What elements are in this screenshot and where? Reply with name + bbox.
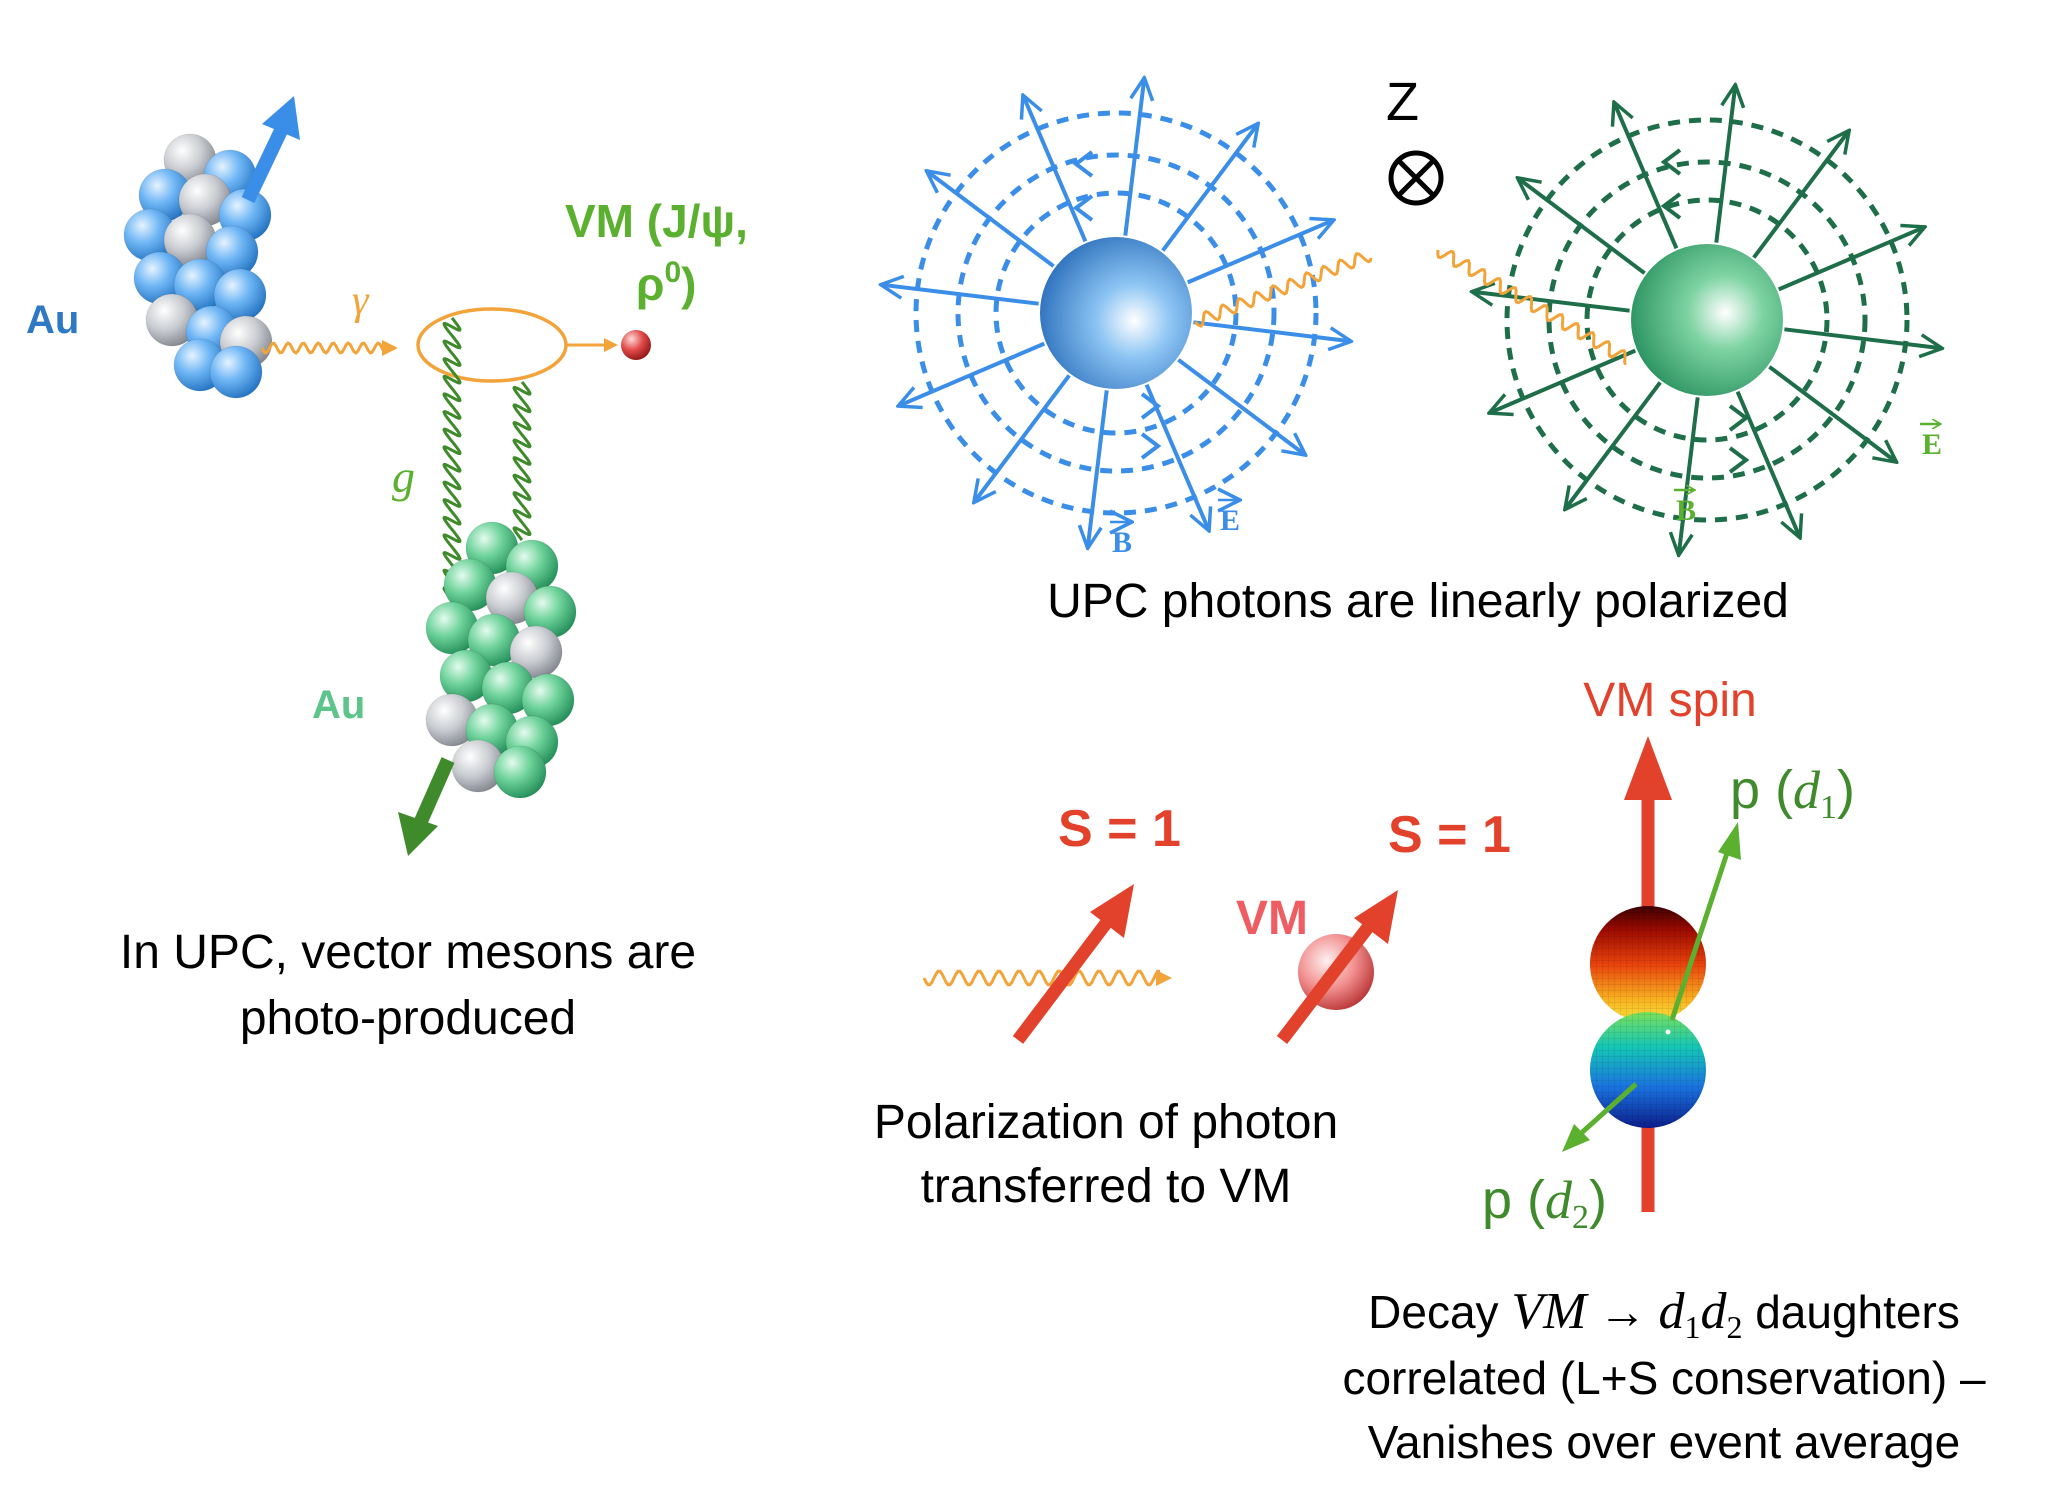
e-vector-label-blue: E [1218, 500, 1240, 537]
vm-spin-axis-label: VM spin [1583, 674, 1756, 727]
interaction-loop [416, 307, 618, 383]
gluon-label: g [392, 451, 415, 502]
svg-text:E: E [1922, 428, 1942, 461]
vm-species-line2: ρ0) [636, 256, 696, 310]
au-label-top: Au [26, 298, 79, 342]
photon-spin-label: S = 1 [1058, 800, 1181, 858]
photon-polarization-wave [922, 969, 1172, 987]
vector-meson-ball [621, 330, 651, 360]
photon-spin-arrow [1012, 884, 1134, 1044]
vm-species-line1: VM (J/ψ, [565, 195, 748, 247]
decay-caption-line2: correlated (L+S conservation) – [1342, 1352, 1985, 1404]
vm-spin-value-label: S = 1 [1388, 806, 1511, 864]
au-label-bottom: Au [312, 683, 365, 727]
vm-spin-arrow [1276, 890, 1398, 1044]
left-caption-line1: In UPC, vector mesons are [120, 926, 696, 979]
daughter-d2-label: p (d2) [1482, 1170, 1607, 1236]
e-vector-label-green: E [1920, 424, 1942, 461]
transfer-caption-line1: Polarization of photon [874, 1096, 1338, 1149]
daughter-d1-label: p (d1) [1730, 760, 1855, 826]
decay-caption-line3: Vanishes over event average [1368, 1416, 1960, 1468]
photon-wave-blue-out [1193, 252, 1373, 328]
green-nucleus-sphere [1631, 244, 1783, 396]
decay-angular-distribution [1590, 906, 1706, 1128]
svg-text:E: E [1220, 504, 1240, 537]
photon-wavy-line [260, 340, 398, 356]
left-caption-line2: photo-produced [240, 992, 576, 1045]
gamma-label: γ [352, 278, 370, 324]
svg-text:B: B [1676, 494, 1696, 527]
photon-wave-green-out [1436, 249, 1627, 366]
decay-caption-line1: Decay VM → d1d2 daughters [1368, 1283, 1960, 1345]
top-gold-nucleus [123, 133, 273, 399]
z-axis-label: Z [1386, 72, 1419, 132]
top-nucleus-momentum-arrow [241, 96, 300, 204]
bottom-gold-nucleus [425, 521, 577, 799]
green-nucleus-field-diagram [0, 0, 1940, 553]
polarized-caption: UPC photons are linearly polarized [1047, 575, 1789, 628]
vm-label: VM [1236, 892, 1308, 945]
b-vector-label-blue: B [1110, 522, 1132, 559]
transfer-caption-line2: transferred to VM [921, 1160, 1292, 1213]
into-page-symbol [1388, 150, 1444, 206]
daughter-d1-momentum-arrow [1669, 822, 1741, 1021]
bottom-nucleus-momentum-arrow [398, 757, 455, 856]
gluon-lines [442, 317, 532, 601]
daughter-d2-momentum-arrow [1562, 1082, 1638, 1152]
b-vector-label-green: B [1674, 490, 1696, 527]
blue-nucleus-sphere [1040, 237, 1192, 389]
svg-text:B: B [1112, 526, 1132, 559]
